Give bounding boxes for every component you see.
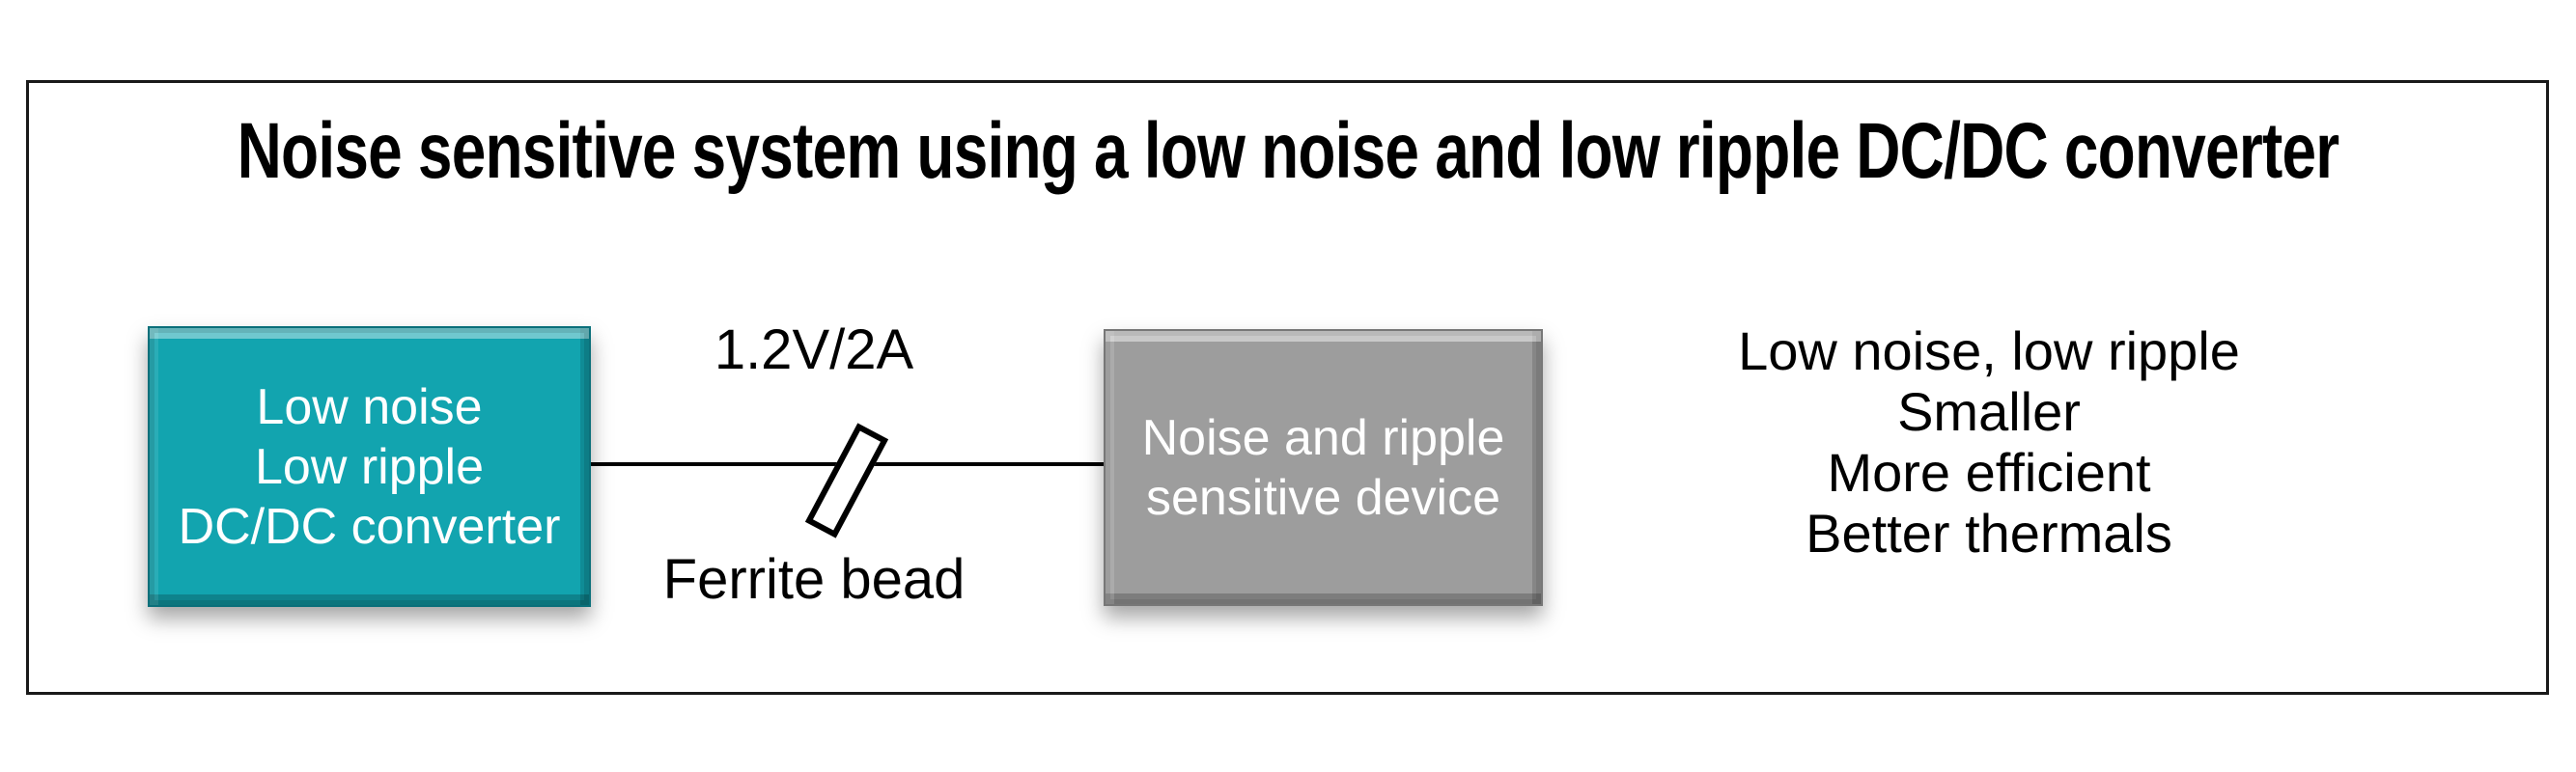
converter-line-2: Low ripple [254,438,485,495]
ferrite-bead-label: Ferrite bead [662,548,966,611]
benefits-list: Low noise, low ripple Smaller More effic… [1738,320,2240,564]
dcdc-converter-box: Low noise Low ripple DC/DC converter [148,326,591,607]
benefit-item-2: Smaller [1897,381,2081,442]
device-line-2: sensitive device [1145,469,1501,526]
benefit-item-4: Better thermals [1806,503,2172,564]
benefit-item-3: More efficient [1827,442,2151,503]
sensitive-device-box: Noise and ripple sensitive device [1104,329,1543,606]
converter-line-3: DC/DC converter [178,498,561,555]
converter-line-1: Low noise [256,378,483,435]
benefit-item-1: Low noise, low ripple [1738,320,2240,381]
rail-rating-label: 1.2V/2A [714,318,914,381]
sensitive-device-box-label: Noise and ripple sensitive device [1106,408,1541,528]
device-line-1: Noise and ripple [1141,409,1505,466]
dcdc-converter-box-label: Low noise Low ripple DC/DC converter [150,377,589,557]
figure-title: Noise sensitive system using a low noise… [237,107,2340,195]
